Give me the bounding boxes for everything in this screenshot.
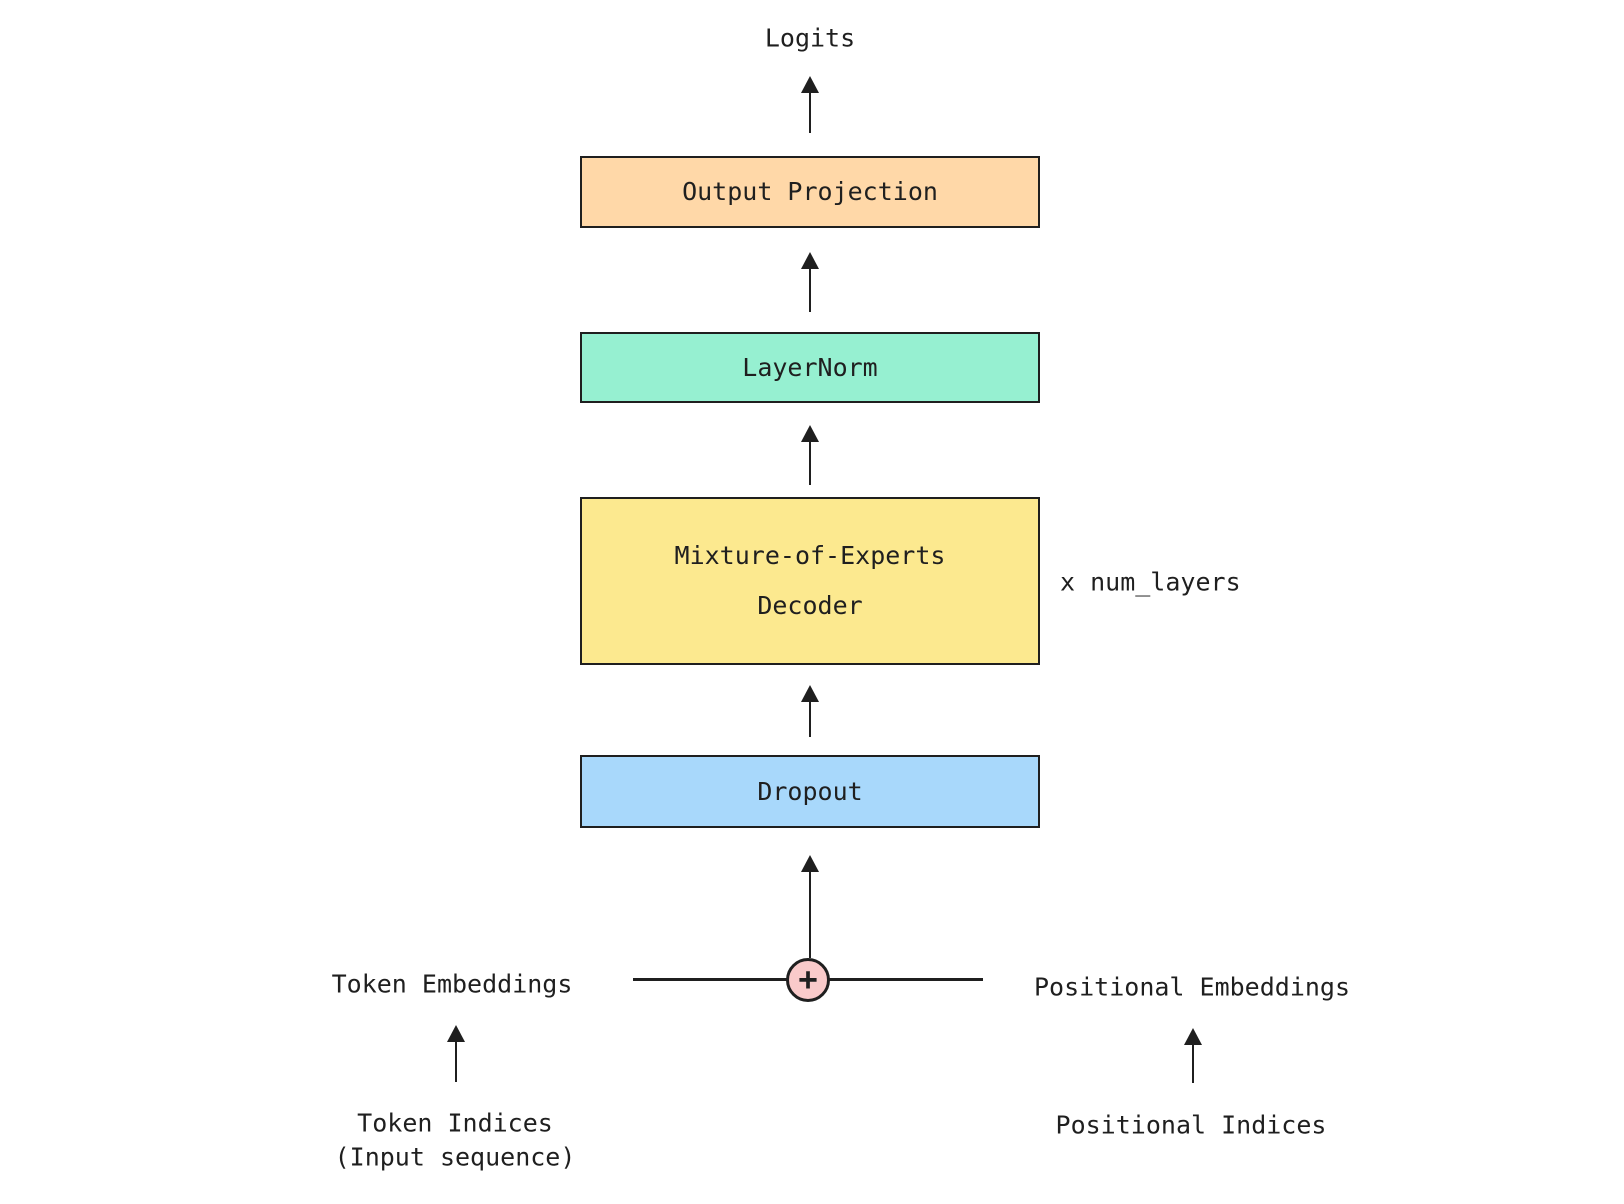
arrowhead-icon (801, 252, 819, 269)
dropout-node: Dropout (580, 755, 1040, 828)
layernorm-node: LayerNorm (580, 332, 1040, 403)
arrow-shaft (808, 702, 812, 737)
arrow-shaft (808, 872, 812, 958)
arrowhead-icon (447, 1025, 465, 1042)
arrowhead-icon (801, 855, 819, 872)
positional-embeddings-label: Positional Embeddings (1033, 972, 1351, 1002)
layernorm-label: LayerNorm (742, 352, 878, 382)
arrow-up-icon (800, 855, 820, 958)
plus-sum-icon: + (786, 958, 830, 1002)
arrowhead-icon (1184, 1028, 1202, 1045)
arrow-shaft (454, 1042, 458, 1082)
arrow-shaft (808, 269, 812, 312)
arrow-up-icon (800, 252, 820, 312)
arrow-shaft (1191, 1045, 1195, 1083)
positional-embeddings-connector-line (829, 978, 983, 981)
arrow-shaft (808, 93, 812, 133)
positional-indices-label: Positional Indices (1055, 1110, 1327, 1140)
token-embeddings-connector-line (633, 978, 787, 981)
arrow-up-icon (1183, 1028, 1203, 1083)
arrowhead-icon (801, 425, 819, 442)
logits-label: Logits (764, 23, 856, 53)
moe-decoder-label-line2: Decoder (757, 591, 863, 620)
output-projection-node: Output Projection (580, 156, 1040, 228)
token-indices-label: Token Indices (357, 1108, 553, 1138)
arrowhead-icon (801, 76, 819, 93)
moe-decoder-label-line1: Mixture-of-Experts (674, 541, 946, 570)
arrow-up-icon (800, 425, 820, 485)
input-sequence-label: (Input sequence) (334, 1142, 576, 1172)
arrowhead-icon (801, 685, 819, 702)
arrow-up-icon (800, 76, 820, 133)
token-embeddings-label: Token Embeddings (331, 969, 573, 999)
arrow-shaft (808, 442, 812, 485)
dropout-label: Dropout (757, 776, 863, 806)
moe-decoder-node: Mixture-of-Experts Decoder (580, 497, 1040, 665)
num-layers-annotation: x num_layers (1060, 567, 1241, 597)
arrow-up-icon (800, 685, 820, 737)
plus-symbol: + (798, 960, 818, 998)
arrow-up-icon (446, 1025, 466, 1082)
output-projection-label: Output Projection (682, 177, 938, 206)
